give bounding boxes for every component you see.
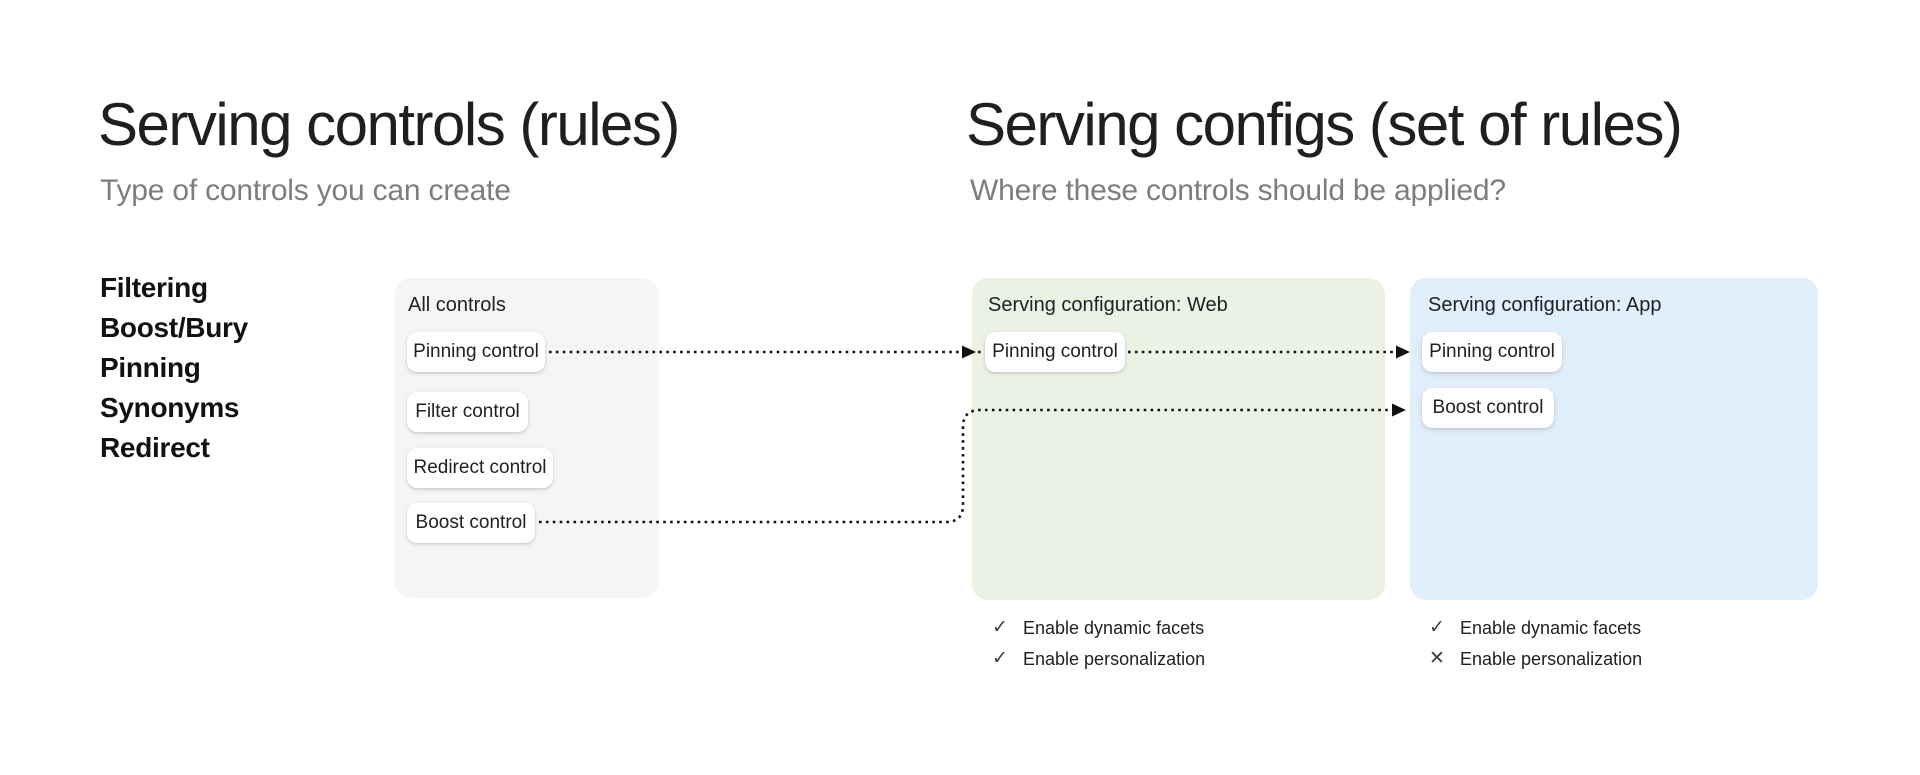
web-features-list: ✓ Enable dynamic facets ✓ Enable persona… [990,617,1205,679]
redirect-control-pill: Redirect control [407,448,553,488]
serving-configs-subtitle: Where these controls should be applied? [970,174,1506,207]
serving-config-web-card: Serving configuration: Web Pinning contr… [972,278,1385,600]
feature-label: Enable personalization [1460,648,1643,669]
app-feature-personalization: ✕ Enable personalization [1427,648,1642,670]
serving-controls-title: Serving controls (rules) [98,91,680,158]
serving-config-web-label: Serving configuration: Web [988,294,1228,316]
feature-label: Enable dynamic facets [1460,617,1642,638]
web-feature-personalization: ✓ Enable personalization [990,648,1205,670]
app-feature-dynamic-facets: ✓ Enable dynamic facets [1427,617,1642,639]
serving-configs-title: Serving configs (set of rules) [966,91,1683,158]
control-type-boost-bury: Boost/Bury [100,312,248,343]
filter-control-pill: Filter control [407,392,528,432]
check-icon: ✓ [992,617,1008,638]
serving-config-app-card: Serving configuration: App Pinning contr… [1410,278,1818,600]
web-feature-dynamic-facets: ✓ Enable dynamic facets [990,617,1205,639]
serving-config-app-label: Serving configuration: App [1428,294,1662,316]
feature-label: Enable personalization [1023,648,1206,669]
web-pinning-control-pill: Pinning control [985,332,1125,372]
app-boost-control-pill: Boost control [1422,388,1554,428]
app-pinning-control-pill: Pinning control [1422,332,1562,372]
control-type-filtering: Filtering [100,272,208,303]
boost-control-pill: Boost control [407,503,535,543]
pinning-control-pill: Pinning control [407,332,545,372]
control-type-synonyms: Synonyms [100,392,240,423]
all-controls-card: All controls Pinning control Filter cont… [395,278,658,598]
check-icon: ✓ [992,648,1008,669]
all-controls-card-label: All controls [408,294,506,316]
app-features-list: ✓ Enable dynamic facets ✕ Enable persona… [1427,617,1642,679]
control-type-pinning: Pinning [100,352,201,383]
feature-label: Enable dynamic facets [1023,617,1205,638]
cross-icon: ✕ [1429,648,1445,669]
check-icon: ✓ [1429,617,1445,638]
serving-controls-subtitle: Type of controls you can create [100,174,511,207]
control-type-redirect: Redirect [100,432,210,463]
control-types-list: Filtering Boost/Bury Pinning Synonyms Re… [100,268,248,468]
